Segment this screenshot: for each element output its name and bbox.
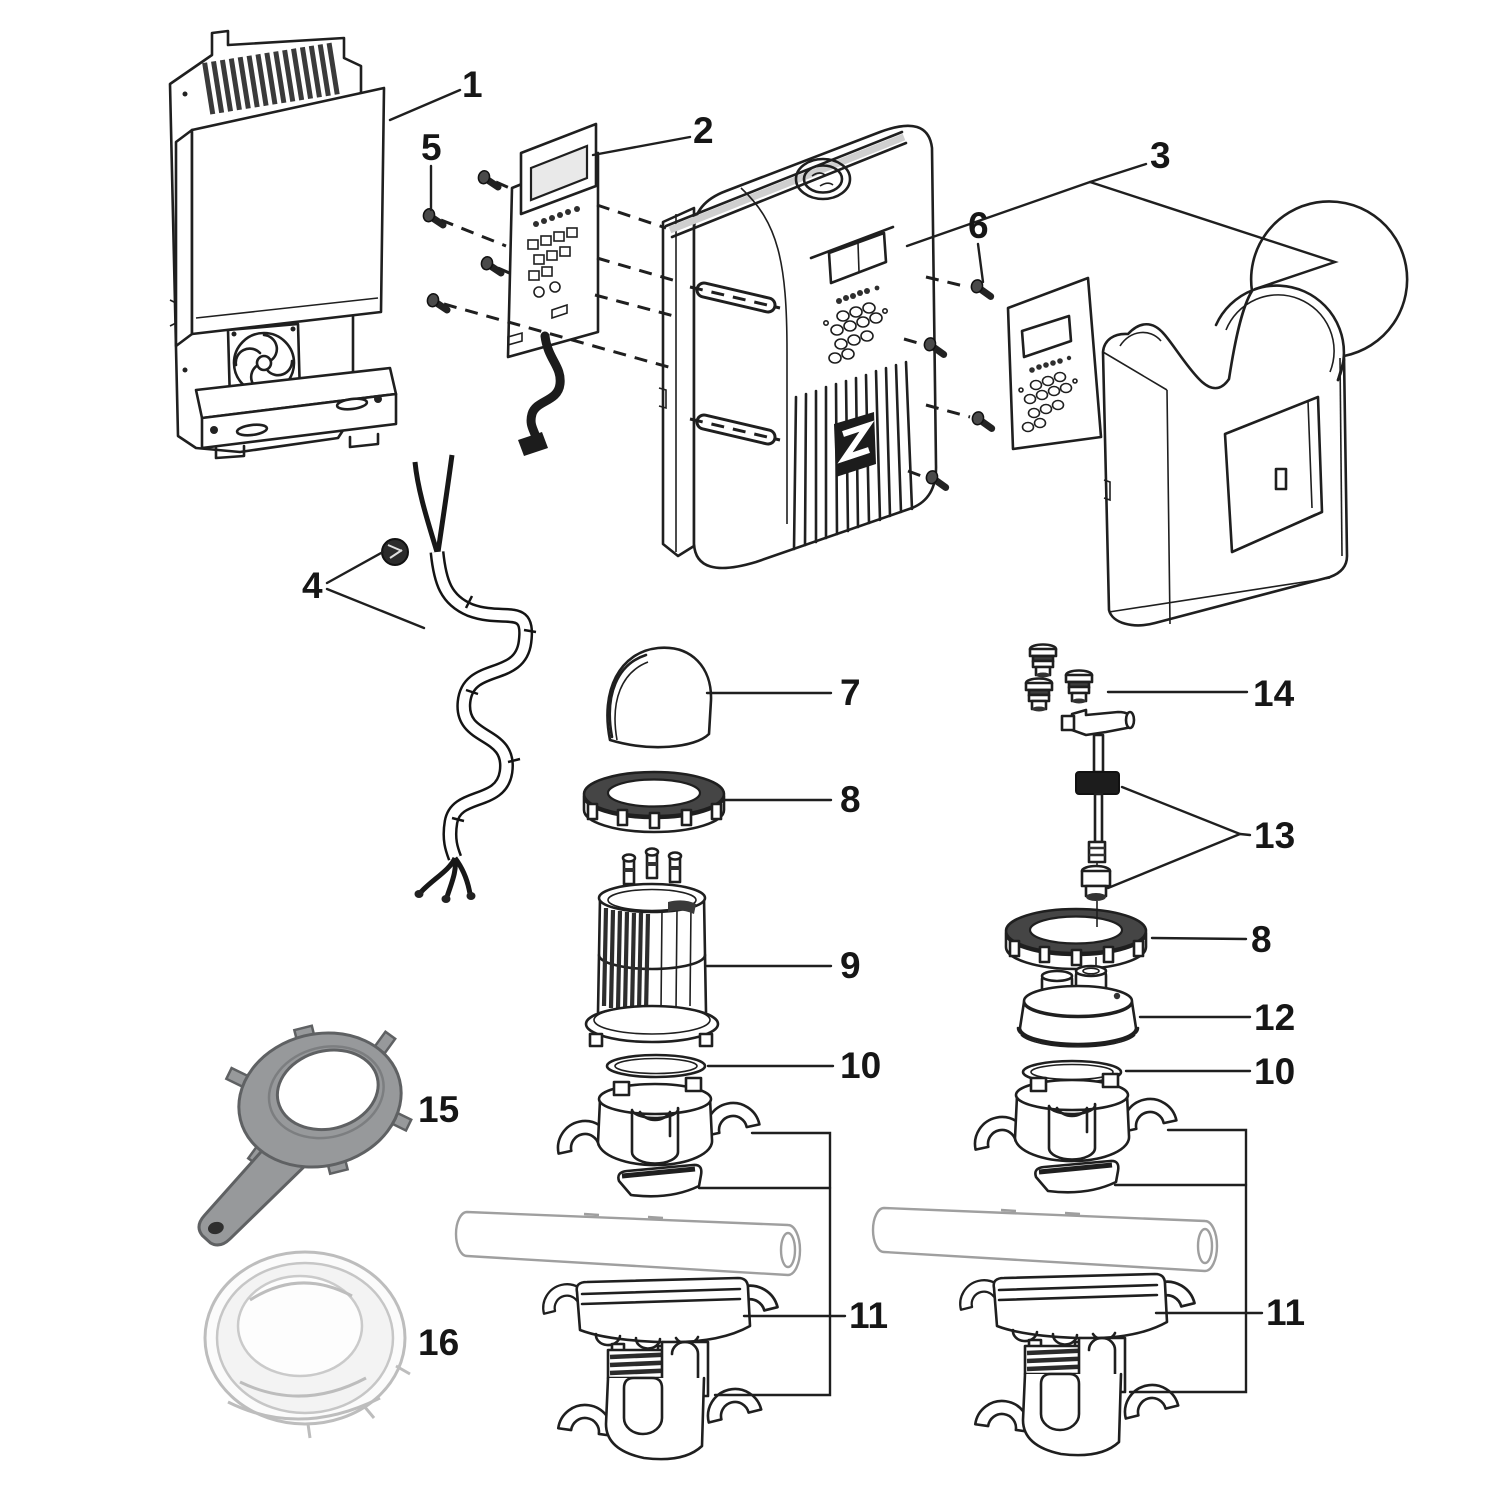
callout-14: 14	[1253, 673, 1295, 714]
leader-3-stub	[1088, 162, 1148, 184]
part-clear-lid	[203, 1250, 411, 1439]
part-rear-case	[1101, 200, 1409, 627]
leader-lines	[325, 88, 1339, 1397]
part-oring-left	[605, 1053, 707, 1079]
screw-icon	[480, 256, 504, 274]
screw-icon	[426, 293, 450, 311]
callout-7: 7	[840, 672, 861, 713]
alignment-dashes-left	[594, 203, 677, 318]
part-cell	[584, 847, 720, 1048]
callout-16: 16	[418, 1322, 459, 1363]
leader-4a	[325, 550, 385, 585]
callout-8-right: 8	[1251, 919, 1272, 960]
leader-13	[1106, 785, 1244, 890]
part-fittings	[1024, 643, 1094, 713]
callout-6: 6	[968, 205, 989, 246]
callout-4: 4	[302, 565, 323, 606]
callout-1: 1	[462, 64, 483, 105]
part-control-board	[506, 122, 600, 456]
leader-11-right	[1113, 1128, 1264, 1394]
part-backplate-assembly	[168, 29, 398, 460]
callout-labels: 1 2 3 4 5 6 7 8 9 10 11 14 13 8 12 10 11…	[302, 64, 1305, 1363]
screws-6	[903, 277, 995, 488]
screws-5	[422, 170, 673, 370]
leader-8-right	[1150, 936, 1248, 941]
callout-5: 5	[421, 127, 442, 168]
part-cell-wrench	[197, 1024, 413, 1247]
cover-keypad-buttons	[822, 302, 888, 364]
ribbon-cable	[526, 331, 565, 448]
callout-10-left: 10	[840, 1045, 881, 1086]
leader-2	[591, 135, 692, 157]
screw-icon	[971, 411, 995, 429]
callout-8-left: 8	[840, 779, 861, 820]
part-sensor-cap	[1016, 964, 1140, 1048]
part-collar-ring-left	[582, 770, 726, 834]
callout-10-right: 10	[1254, 1051, 1295, 1092]
cover-keypad-dots	[836, 285, 880, 304]
rail-bottom	[689, 413, 781, 446]
pcb-keys	[527, 227, 578, 281]
leader-3	[905, 180, 1339, 291]
callout-12: 12	[1254, 997, 1295, 1038]
part-dome-cap	[606, 646, 713, 749]
leader-6	[976, 242, 985, 284]
part-cell-cable	[381, 454, 537, 903]
callout-15: 15	[418, 1089, 459, 1130]
part-valve-assembly-right	[873, 1074, 1217, 1455]
callout-2: 2	[693, 110, 714, 151]
cell-plates	[601, 907, 651, 1013]
part-collar-ring-right	[1004, 907, 1148, 971]
leader-1	[388, 88, 462, 122]
leader-13-stub	[1238, 832, 1252, 837]
callout-11-left: 11	[849, 1295, 888, 1336]
pcb-buttons	[533, 206, 580, 227]
callout-11-right: 11	[1266, 1292, 1305, 1333]
screw-icon	[477, 170, 501, 188]
callout-9: 9	[840, 945, 861, 986]
callout-3: 3	[1150, 135, 1171, 176]
part-front-cover	[658, 124, 938, 570]
grommet	[381, 538, 409, 566]
part-keypad-overlay	[1006, 276, 1103, 451]
leader-11-left	[697, 1131, 847, 1397]
leader-4b	[325, 587, 426, 630]
part-flow-sensor	[1060, 708, 1136, 972]
part-valve-assembly-left	[456, 1078, 800, 1459]
callout-13: 13	[1254, 815, 1295, 856]
screw-icon	[422, 208, 446, 226]
heatsink-fins	[202, 42, 340, 115]
vent-slats	[792, 360, 914, 551]
rail-top	[689, 281, 781, 314]
